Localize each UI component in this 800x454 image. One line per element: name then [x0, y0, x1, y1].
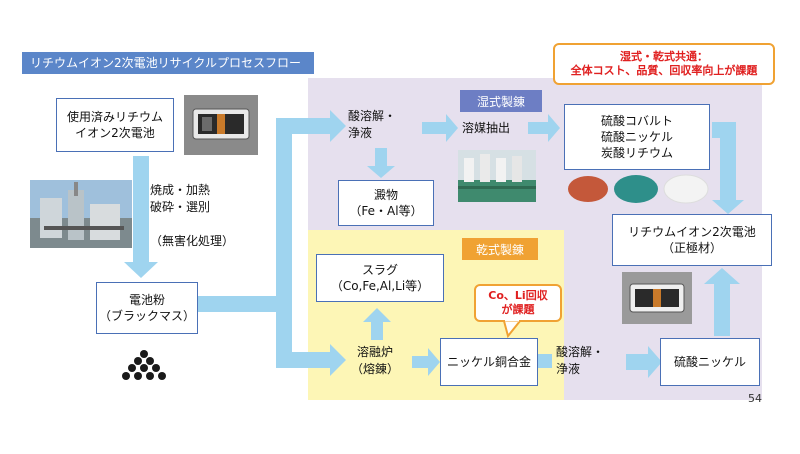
slide-title: リチウムイオン2次電池リサイクルプロセスフロー: [22, 52, 314, 74]
tag-dry-smelting: 乾式製錬: [462, 238, 538, 260]
co-li-issue-callout: Co、Li回収 が課題: [474, 284, 562, 322]
label-acid-dissolve-top: 酸溶解・ 浄液: [348, 109, 397, 140]
box-recovered-products: 硫酸コバルト 硫酸ニッケル 炭酸リチウム: [564, 104, 710, 170]
box-nickel-copper-alloy: ニッケル銅合金: [440, 338, 538, 386]
plant-photo: [30, 180, 132, 248]
label-acid-dissolve-bottom: 酸溶解・ 浄液: [556, 345, 605, 376]
label-pretreatment: 焼成・加熱 破砕・選別 （無害化処理）: [150, 183, 235, 248]
box-battery-powder: 電池粉 （ブラックマス）: [96, 282, 198, 334]
new-battery-photo: [622, 272, 692, 324]
box-used-battery: 使用済みリチウム イオン2次電池: [56, 98, 174, 152]
box-nickel-sulfate: 硫酸ニッケル: [660, 338, 760, 386]
box-slag: スラグ （Co,Fe,Al,Li等）: [316, 254, 444, 302]
arrow-powder-to-split: [198, 296, 284, 312]
arrow-acid-to-solvent: [422, 114, 458, 142]
arrow-to-furnace: [276, 344, 346, 376]
page-number: 54: [748, 392, 762, 405]
arrow-acid-to-sediment: [367, 148, 395, 178]
arrow-to-acid-top: [276, 110, 346, 142]
used-battery-photo: [184, 95, 258, 155]
tag-wet-smelting: 湿式製錬: [460, 90, 542, 112]
arrow-furnace-to-alloy: [412, 348, 440, 376]
box-new-battery: リチウムイオン2次電池 （正極材）: [612, 214, 772, 266]
arrow-solvent-to-products: [528, 114, 560, 142]
recovered-salts-photo: [568, 174, 709, 204]
arrow-split-trunk: [276, 126, 292, 360]
arrow-alloy-to-acid: [538, 354, 552, 368]
arrow-products-to-battery: [712, 122, 744, 214]
arrow-acid-to-nisulfate: [626, 346, 662, 378]
label-solvent-extraction: 溶媒抽出: [462, 121, 511, 135]
box-sediment: 澱物 （Fe・Al等）: [338, 180, 434, 226]
black-mass-photo: [122, 350, 166, 380]
arrow-furnace-to-slag: [363, 308, 391, 340]
arrow-used-to-powder: [124, 156, 158, 278]
arrow-nisulfate-to-battery: [704, 268, 740, 336]
common-issue-callout: 湿式・乾式共通： 全体コスト、品質、回収率向上が課題: [553, 43, 775, 85]
solvent-extraction-photo: [458, 150, 536, 202]
label-furnace: 溶融炉 （熔錬）: [350, 345, 399, 376]
